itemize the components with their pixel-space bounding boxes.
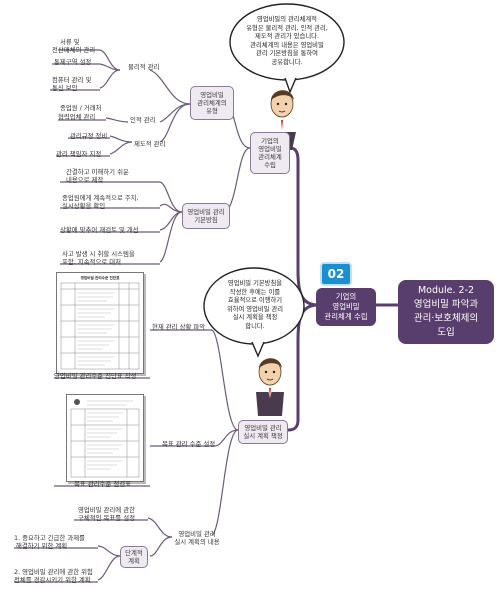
- center-node: 기업의 영업비밀 관리체계 수립: [316, 288, 376, 326]
- bubble-top-line4: 관리체계의 내용은 영업비밀: [250, 41, 324, 49]
- bubble-top-line2: 유형은 물리적 관리, 인적 관리,: [246, 24, 328, 32]
- main-title-line2: 영업비밀 파악과: [413, 299, 479, 310]
- node-basic-policy: 영업비밀 관리 기본방침: [182, 203, 230, 229]
- bubble-top-line3: 제도적 관리가 있습니다.: [255, 33, 319, 41]
- leaf-incident-line1: 사고 발생 시 취할 시스템을: [62, 250, 135, 258]
- main-title-line1: Module. 2-2: [417, 285, 475, 296]
- leaf-goal-line2: 구체적인 목표를 설정: [78, 514, 135, 522]
- node-content-line1: 영업비밀 관리: [178, 530, 216, 538]
- leaf-step1-line1: 1. 중요하고 긴급한 과제를: [14, 534, 85, 542]
- node-types-line2: 관리체계의: [197, 99, 227, 107]
- node-content-line2: 실시 계획의 내용: [174, 538, 220, 546]
- leaf-employees-line2: 협력업체 관리: [58, 113, 96, 121]
- node-system-line3: 관리체계: [258, 153, 282, 161]
- leaf-computer-line2: 통신 보안: [52, 84, 78, 92]
- leaf-concise-line2: 내용으로 제작: [66, 176, 104, 184]
- main-title-node: Module. 2-2 영업비밀 파악과 관리·보호체제의 도입: [398, 280, 494, 344]
- bubble-mid-line6: 합니다.: [245, 322, 265, 330]
- leaf-step1-line2: 해결하기 위한 계획: [16, 542, 68, 550]
- node-phase-line1: 단계적: [125, 549, 143, 557]
- main-title-line3: 관리·보호체제의: [413, 313, 479, 324]
- leaf-review: 상황에 맞추어 재검토 및 개선: [60, 226, 139, 234]
- main-title-line4: 도입: [437, 327, 455, 338]
- node-policy-line2: 기본방침: [194, 216, 218, 224]
- bubble-top-line1: 영업비밀의 관리체계적: [257, 16, 317, 23]
- node-system-line1: 기업의: [261, 137, 279, 145]
- node-plan-content: 영업비밀 관리 실시 계획의 내용: [170, 530, 224, 546]
- leaf-control-zone: 통제구역 설정: [54, 58, 92, 66]
- leaf-inform-line2: 실시상황을 확인: [62, 202, 106, 210]
- node-system-line2: 영업비밀: [258, 145, 282, 153]
- node-phase-line2: 계획: [128, 557, 140, 565]
- leaf-computer-line1: 컴퓨터 관리 및: [52, 76, 92, 84]
- label-physical-management: 물리적 관리: [128, 63, 160, 71]
- node-plan-line2: 실시 계획 책정: [243, 432, 283, 440]
- node-types-line3: 유형: [206, 107, 218, 115]
- checklist-sheet-table: [70, 399, 140, 478]
- node-business-secret-system: 기업의 영업비밀 관리체계 수립: [250, 132, 290, 174]
- label-target-level: 목표 관리 수준 설정: [162, 440, 216, 448]
- bubble-top-line5: 관리 기본방침을 통하여: [256, 50, 318, 58]
- center-node-line3: 관리체계 수립: [324, 312, 368, 321]
- leaf-step2-line1: 2. 영업비밀 관리에 관한 위험: [14, 568, 93, 576]
- leaf-employees-line1: 종업원 / 거래처: [60, 104, 102, 112]
- bubble-mid-line2: 작성한 후에는 이를: [229, 288, 281, 296]
- node-implementation-plan: 영업비밀 관리 실시 계획 책정: [238, 420, 288, 444]
- bubble-mid-line1: 영업비밀 기본방침을: [227, 280, 283, 287]
- node-management-types: 영업비밀 관리체계의 유형: [190, 86, 234, 120]
- checklist-sheet-image: [66, 394, 144, 482]
- leaf-concise-line1: 간결하고 이해하기 쉬운: [66, 168, 129, 176]
- node-phased-plan: 단계적 계획: [120, 546, 148, 568]
- leaf-documents-line2: 전산매체의 관리: [52, 46, 96, 54]
- label-current-status: 현재 관리 상황 파악: [152, 323, 206, 331]
- bubble-top-text: 영업비밀의 관리체계적 유형은 물리적 관리, 인적 관리, 제도적 관리가 있…: [236, 16, 338, 68]
- bubble-mid-line3: 효율적으로 이행하기: [227, 297, 283, 305]
- bubble-mid-line5: 실시 계획을 책정: [232, 314, 278, 322]
- caption-checklist: 목표 관리수준 점검표: [74, 480, 131, 488]
- section-number-badge: 02: [320, 262, 352, 286]
- node-types-line1: 영업비밀: [200, 91, 224, 99]
- leaf-incident-line2: 포함, 지속적으로 대처: [62, 258, 122, 266]
- diagnosis-sheet-title: 영업비밀 관리수준 진단표: [80, 276, 120, 280]
- bubble-mid-text: 영업비밀 기본방침을 작성한 후에는 이를 효율적으로 이행하기 위하여 영업비…: [210, 280, 300, 332]
- center-node-line1: 기업의: [335, 292, 357, 301]
- node-policy-line1: 영업비밀 관리: [187, 208, 225, 216]
- leaf-regulations: 관리규정 정비: [70, 132, 108, 140]
- bubble-top-line6: 공유합니다.: [271, 58, 303, 66]
- leaf-documents-line1: 서류 및: [60, 38, 80, 46]
- node-system-line4: 수립: [264, 161, 276, 169]
- diagnosis-sheet-image: 영업비밀 관리수준 진단표: [56, 272, 144, 374]
- diagnosis-sheet-table: [60, 282, 140, 370]
- leaf-inform-line1: 종업원에게 계속적으로 주지,: [62, 194, 139, 202]
- leaf-manager-assign: 관리 책임자 지정: [56, 150, 102, 158]
- center-node-line2: 영업비밀: [332, 302, 360, 311]
- caption-diagnosis-sheet: 영업비밀 관리수준 진단표 작성: [54, 372, 137, 380]
- node-plan-line1: 영업비밀 관리: [244, 424, 282, 432]
- leaf-step2-line2: 전체를 경감시키기 위한 계획: [14, 576, 91, 584]
- bubble-mid-line4: 위하여 영업비밀 관리: [226, 305, 284, 313]
- label-human-management: 인적 관리: [130, 116, 156, 124]
- leaf-goal-line1: 영업비밀 관리에 관한: [78, 506, 135, 514]
- label-institutional-management: 제도적 관리: [134, 140, 166, 148]
